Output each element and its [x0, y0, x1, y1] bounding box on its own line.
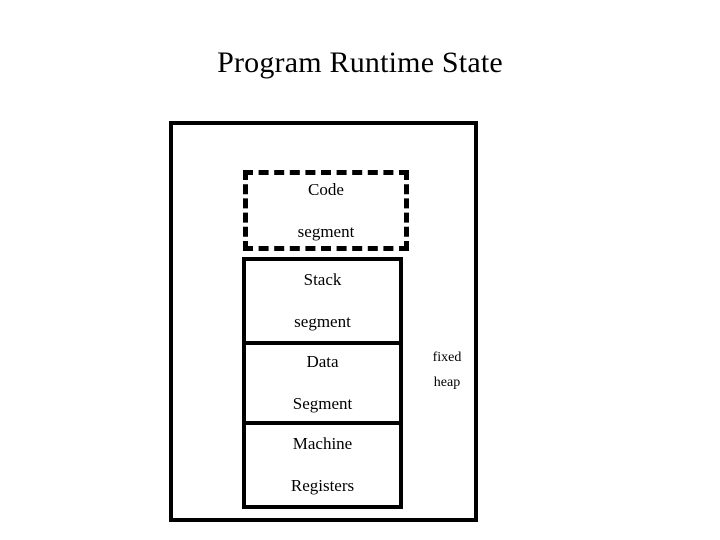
data-segment-label-line2: Segment: [292, 394, 353, 413]
fixed-heap-annotation: fixed heap: [410, 345, 484, 395]
data-segment-label-line1: Data: [306, 352, 339, 371]
code-segment-box[interactable]: Code segment: [243, 170, 409, 251]
fixed-heap-annotation-line1: fixed: [432, 350, 462, 365]
machine-registers-box[interactable]: Machine Registers: [242, 421, 403, 509]
code-segment-label-line1: Code: [308, 179, 344, 199]
stack-segment-label-line2: segment: [294, 312, 351, 331]
page-title: Program Runtime State: [217, 46, 503, 79]
stack-segment-box[interactable]: Stack segment: [242, 257, 403, 345]
data-segment-box[interactable]: Data Segment: [242, 341, 403, 425]
machine-registers-label-line2: Registers: [290, 476, 355, 495]
stack-segment-label-line1: Stack: [303, 270, 342, 289]
fixed-heap-annotation-line2: heap: [433, 375, 461, 390]
code-segment-label-line2: segment: [297, 221, 355, 241]
machine-registers-label-line1: Machine: [292, 434, 353, 453]
